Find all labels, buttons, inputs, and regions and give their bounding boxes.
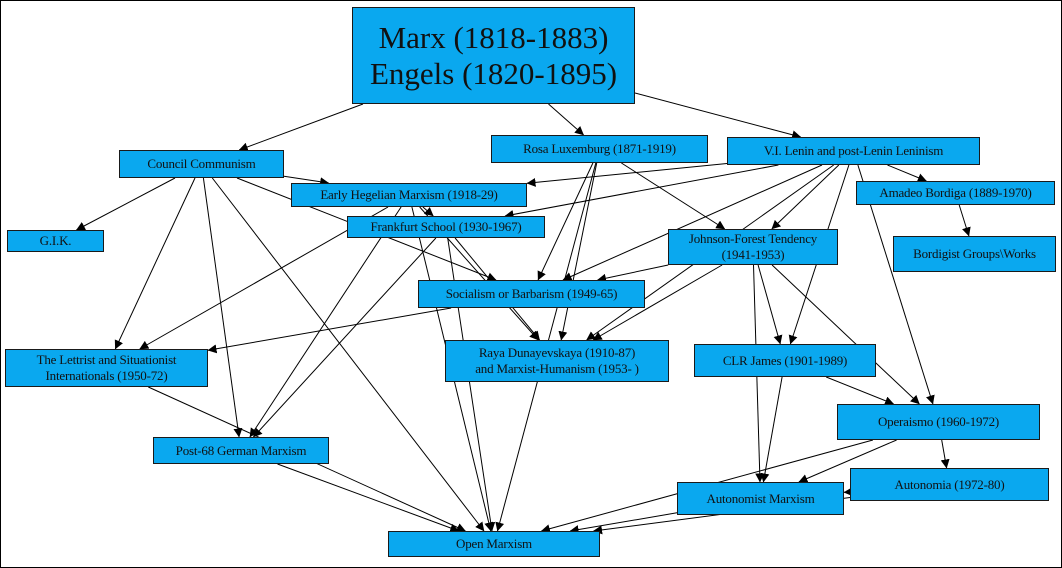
edge-early-hegelian-to-lettrist-situationist: [139, 206, 389, 350]
edge-marx-engels-to-lenin: [634, 92, 802, 140]
node-clr-james: CLR James (1901-1989): [694, 344, 876, 377]
edge-operaismo-to-autonomist-marxism: [798, 439, 897, 483]
edge-clr-james-to-operaismo: [826, 376, 895, 405]
edge-rosa-luxemburg-to-raya-dunayevskaya: [558, 162, 598, 341]
node-frankfurt-school: Frankfurt School (1930-1967): [347, 216, 545, 238]
edge-lenin-to-amadeo-bordiga: [887, 164, 927, 182]
node-open-marxism: Open Marxism: [388, 531, 600, 557]
edge-marx-engels-to-rosa-luxemburg: [548, 103, 584, 136]
edge-operaismo-to-autonomia: [940, 439, 950, 469]
edge-johnson-forest-to-operaismo: [771, 264, 920, 405]
edge-johnson-forest-to-raya-dunayevskaya: [592, 264, 723, 341]
edge-socialism-barbarism-to-lettrist-situationist: [207, 307, 452, 354]
edge-council-communism-to-post68-german: [202, 177, 243, 438]
node-raya-dunayevskaya: Raya Dunayevskaya (1910-87) and Marxist-…: [445, 340, 669, 382]
edge-marx-engels-to-council-communism: [238, 103, 364, 152]
edge-amadeo-bordiga-to-bordigist-groups: [958, 204, 971, 237]
node-lettrist-situationist: The Lettrist and Situationist Internatio…: [5, 349, 208, 387]
edge-council-communism-to-early-hegelian: [283, 175, 330, 187]
edge-clr-james-to-autonomist-marxism: [760, 376, 783, 483]
edge-rosa-luxemburg-to-socialism-barbarism: [537, 162, 594, 281]
node-operaismo: Operaismo (1960-1972): [837, 404, 1040, 440]
node-amadeo-bordiga: Amadeo Bordiga (1889-1970): [856, 181, 1055, 205]
edge-lenin-to-johnson-forest: [771, 164, 840, 230]
node-post-68-german-marxism: Post-68 German Marxism: [153, 437, 329, 464]
edge-lenin-to-frankfurt-school: [504, 164, 779, 219]
node-marx-engels: Marx (1818-1883) Engels (1820-1895): [352, 7, 635, 104]
node-johnson-forest-tendency: Johnson-Forest Tendency (1941-1953): [668, 229, 838, 265]
edge-early-hegelian-to-post68-german: [249, 206, 402, 438]
edge-johnson-forest-to-socialism-barbarism: [597, 264, 669, 283]
node-council-communism: Council Communism: [119, 150, 284, 178]
edge-council-communism-to-open-marxism: [211, 177, 485, 532]
edge-autonomist-marxism-to-open-marxism: [569, 512, 678, 535]
edge-council-communism-to-gik: [76, 177, 176, 231]
node-early-hegelian-marxism: Early Hegelian Marxism (1918-29): [291, 183, 527, 207]
node-socialism-or-barbarism: Socialism or Barbarism (1949-65): [418, 280, 645, 308]
edge-rosa-luxemburg-to-johnson-forest: [621, 162, 726, 230]
node-rosa-luxemburg: Rosa Luxemburg (1871-1919): [491, 135, 708, 163]
node-bordigist-groups: Bordigist Groups\Works: [893, 236, 1056, 272]
edge-early-hegelian-to-frankfurt-school: [422, 206, 434, 217]
node-autonomist-marxism: Autonomist Marxism: [677, 482, 844, 515]
edge-post68-german-to-open-marxism: [277, 463, 460, 533]
edge-lenin-to-early-hegelian: [526, 163, 728, 187]
node-lenin-leninism: V.I. Lenin and post-Lenin Leninism: [727, 137, 980, 165]
node-gik: G.I.K.: [7, 230, 104, 252]
node-autonomia: Autonomia (1972-80): [850, 468, 1049, 501]
edge-johnson-forest-to-clr-james: [757, 264, 783, 345]
edge-council-communism-to-lettrist-situationist: [114, 177, 196, 350]
edge-lenin-to-socialism-barbarism: [562, 164, 823, 281]
edge-frankfurt-school-to-post68-german: [253, 237, 437, 438]
